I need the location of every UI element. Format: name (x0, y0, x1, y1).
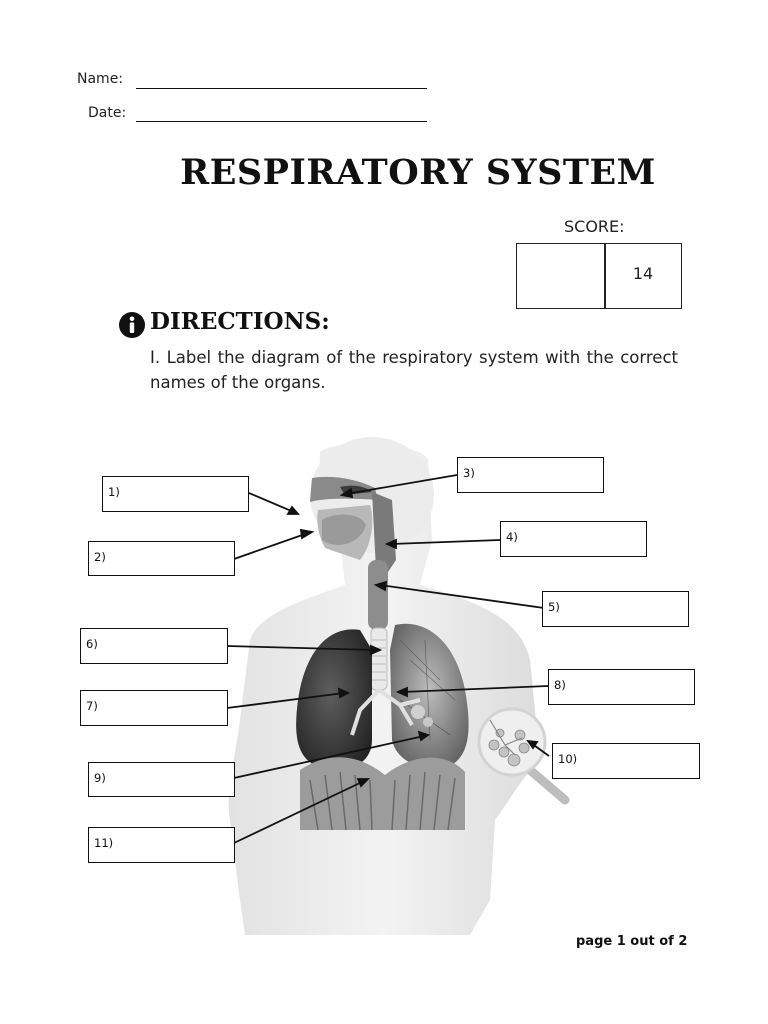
label-box-6[interactable]: 6) (80, 628, 228, 664)
right-lung (390, 623, 469, 769)
label-box-3[interactable]: 3) (457, 457, 604, 493)
label-box-4[interactable]: 4) (500, 521, 647, 557)
label-box-7[interactable]: 7) (80, 690, 228, 726)
directions-heading: DIRECTIONS: (150, 308, 330, 335)
score-input-box[interactable] (516, 243, 606, 309)
date-field[interactable] (136, 121, 427, 122)
page-indicator: page 1 out of 2 (576, 934, 688, 949)
name-field[interactable] (136, 88, 427, 89)
left-lung (296, 629, 372, 771)
name-label: Name: (77, 71, 124, 87)
diaphragm (300, 757, 465, 830)
score-total-box (604, 243, 682, 309)
label-box-2[interactable]: 2) (88, 541, 235, 576)
head-cavity (310, 476, 396, 575)
score-total: 14 (632, 264, 654, 283)
info-icon (119, 312, 145, 338)
body-silhouette (228, 437, 541, 935)
label-box-8[interactable]: 8) (548, 669, 695, 705)
trachea (368, 560, 388, 691)
date-label: Date: (88, 105, 127, 121)
directions-text: I. Label the diagram of the respiratory … (150, 348, 678, 392)
score-label: SCORE: (564, 217, 625, 236)
label-box-9[interactable]: 9) (88, 762, 235, 797)
label-box-10[interactable]: 10) (552, 743, 700, 779)
label-box-1[interactable]: 1) (102, 476, 249, 512)
page-title: RESPIRATORY SYSTEM (180, 152, 656, 193)
label-box-11[interactable]: 11) (88, 827, 235, 863)
label-box-5[interactable]: 5) (542, 591, 689, 627)
